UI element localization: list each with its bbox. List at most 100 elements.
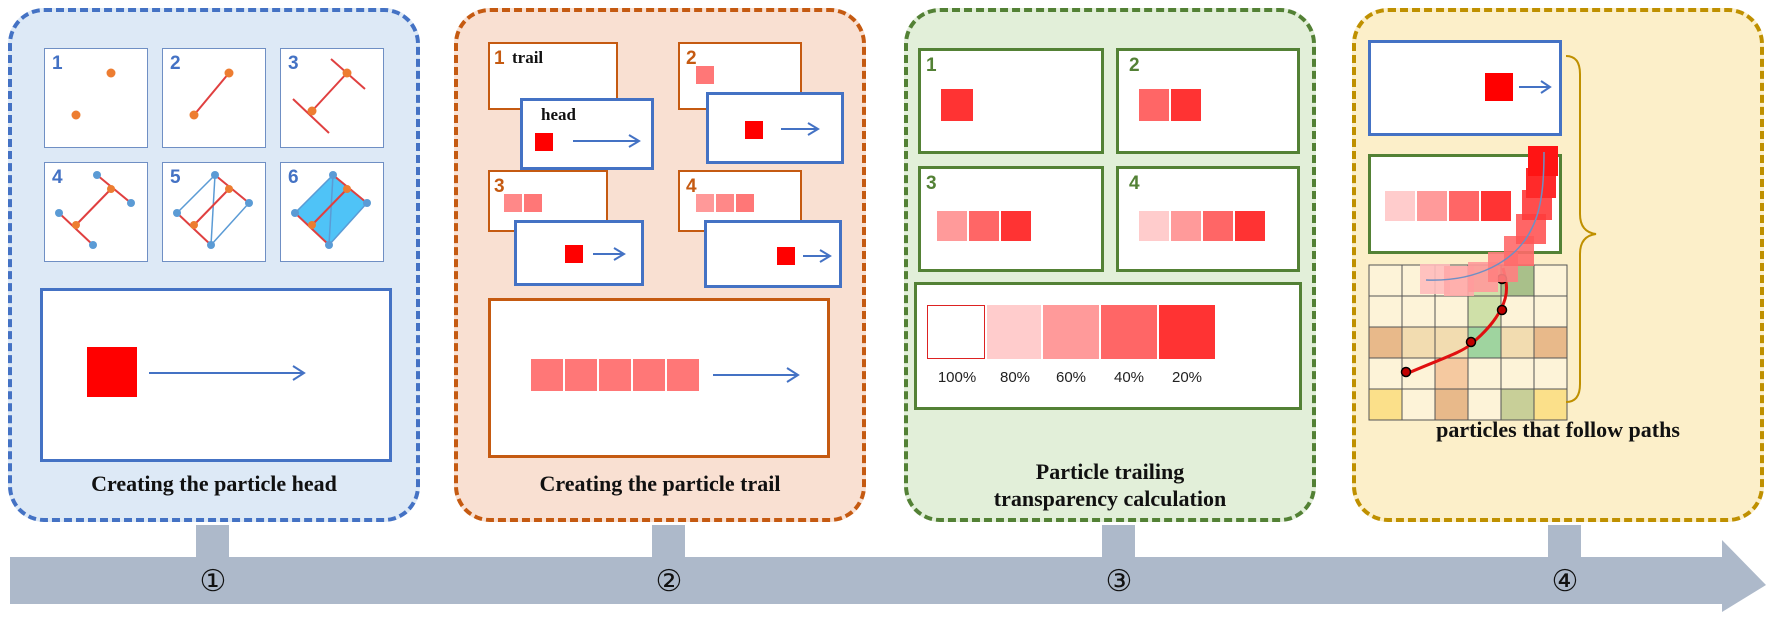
panel1-caption: Creating the particle head xyxy=(91,471,337,496)
head-step-4-number: 4 xyxy=(52,167,63,188)
panel3-caption-line2: transparency calculation xyxy=(993,486,1227,511)
trail-square-1 xyxy=(531,359,563,391)
path-trail-square-4 xyxy=(1481,191,1511,221)
opacity-scale-frame: 100% 80% 60% 40% 20% xyxy=(914,282,1302,410)
alpha-frame-1-number: 1 xyxy=(926,55,937,76)
head-step-2-diagram xyxy=(189,68,234,120)
trail-square-5 xyxy=(667,359,699,391)
trail-label: trail xyxy=(512,48,544,67)
alpha-frame-4: 4 xyxy=(1116,166,1300,272)
alpha-frame-4-square-3 xyxy=(1203,211,1233,241)
panel4-caption: particles that follow paths xyxy=(1436,417,1680,442)
trail-frame-3-number: 3 xyxy=(494,176,505,197)
head-step-3-number: 3 xyxy=(288,53,299,74)
path-trail-square-2 xyxy=(1417,191,1447,221)
connector-3 xyxy=(1102,525,1135,557)
frame3-head-square xyxy=(565,245,583,263)
head-step-5-diagram xyxy=(173,171,253,249)
frame4-trail-square-2 xyxy=(716,194,734,212)
opacity-swatch-80 xyxy=(987,305,1041,359)
alpha-frame-2: 2 xyxy=(1116,48,1300,154)
head-direction-arrow xyxy=(149,365,306,381)
panel-transparency: 1 2 3 4 100% 80% 60% 40% 20% Particle tr… xyxy=(904,8,1316,522)
trail-frame-4-front xyxy=(704,220,842,288)
head-result-frame xyxy=(40,288,392,462)
trail-frame-3-front xyxy=(514,220,644,286)
panel3-caption-line1: Particle trailing xyxy=(1035,459,1185,484)
particle-head-square xyxy=(87,347,137,397)
trail-square-3 xyxy=(599,359,631,391)
panel2-caption: Creating the particle trail xyxy=(539,471,781,496)
panel-path-particles: particles that follow paths xyxy=(1352,8,1764,522)
alpha-frame-4-square-2 xyxy=(1171,211,1201,241)
alpha-frame-3-square-2 xyxy=(969,211,999,241)
opacity-swatch-20 xyxy=(1159,305,1215,359)
opacity-label-60: 60% xyxy=(1055,369,1087,386)
head-step-4-diagram xyxy=(55,171,135,249)
frame1-head-square xyxy=(535,133,553,151)
path-point-2 xyxy=(1465,336,1477,348)
head-step-2: 2 xyxy=(162,48,266,148)
path-head-square xyxy=(1485,73,1513,101)
alpha-frame-3: 3 xyxy=(918,166,1104,272)
opacity-label-100: 100% xyxy=(937,369,977,386)
trail-frame-4-number: 4 xyxy=(686,176,697,197)
path-trail-square-3 xyxy=(1449,191,1479,221)
connector-2 xyxy=(652,525,685,557)
connector-1 xyxy=(196,525,229,557)
alpha-frame-3-number: 3 xyxy=(926,173,937,194)
path-point-3 xyxy=(1496,304,1508,316)
curly-brace xyxy=(1565,55,1597,403)
head-step-6: 6 xyxy=(280,162,384,262)
frame4-trail-square-3 xyxy=(736,194,754,212)
frame2-head-square xyxy=(745,121,763,139)
frame3-trail-square-2 xyxy=(524,194,542,212)
frame1-arrow xyxy=(573,134,641,148)
trail-square-4 xyxy=(633,359,665,391)
panel-particle-head: 1 2 3 4 xyxy=(8,8,420,522)
timeline-arrow-body xyxy=(10,540,1766,612)
frame4-trail-square-1 xyxy=(696,194,714,212)
head-step-3-diagram xyxy=(292,58,366,134)
connector-4 xyxy=(1548,525,1581,557)
head-label: head xyxy=(541,105,576,124)
opacity-label-20: 20% xyxy=(1171,369,1203,386)
step-1-marker: ① xyxy=(199,564,227,599)
trail-frame-1-number: 1 xyxy=(494,48,505,69)
alpha-frame-3-square-3 xyxy=(1001,211,1031,241)
alpha-frame-2-square-1 xyxy=(1139,89,1169,121)
alpha-frame-1: 1 xyxy=(918,48,1104,154)
opacity-swatch-40 xyxy=(1101,305,1157,359)
alpha-frame-3-square-1 xyxy=(937,211,967,241)
frame4-arrow xyxy=(803,249,832,263)
frame3-arrow xyxy=(593,247,626,261)
frame2-trail-square xyxy=(696,66,714,84)
head-step-5-number: 5 xyxy=(170,167,181,188)
head-step-2-number: 2 xyxy=(170,53,181,74)
alpha-frame-4-square-4 xyxy=(1235,211,1265,241)
trail-frame-1-front: head xyxy=(520,98,654,170)
head-step-1-diagram xyxy=(71,68,116,120)
head-step-3: 3 xyxy=(280,48,384,148)
trail-direction-arrow xyxy=(713,367,800,383)
step-4-marker: ④ xyxy=(1551,564,1579,599)
trail-frame-2-number: 2 xyxy=(686,48,697,69)
trail-frame-2-front xyxy=(706,92,844,164)
path-particle-result xyxy=(1356,12,1760,452)
path-point-1 xyxy=(1400,366,1412,378)
head-step-6-number: 6 xyxy=(288,167,299,188)
alpha-frame-2-square-2 xyxy=(1171,89,1201,121)
path-head-arrow xyxy=(1519,80,1552,94)
opacity-swatch-60 xyxy=(1043,305,1099,359)
frame2-arrow xyxy=(781,122,820,136)
opacity-swatch-100 xyxy=(927,305,985,359)
alpha-frame-2-number: 2 xyxy=(1129,55,1140,76)
frame4-head-square xyxy=(777,247,795,265)
opacity-label-80: 80% xyxy=(999,369,1031,386)
trail-result-frame xyxy=(488,298,830,458)
head-step-6-diagram xyxy=(291,171,371,249)
head-step-1: 1 xyxy=(44,48,148,148)
trail-square-2 xyxy=(565,359,597,391)
alpha-frame-4-number: 4 xyxy=(1129,173,1140,194)
